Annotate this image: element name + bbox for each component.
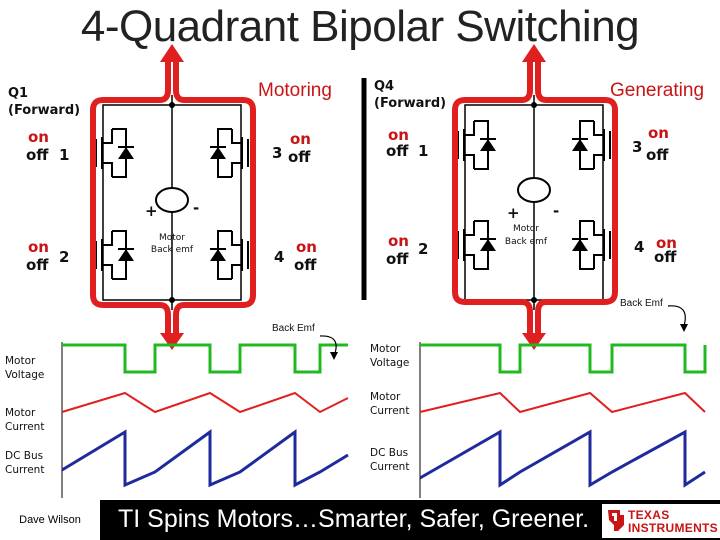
left-quadrant-label: Q1	[8, 86, 29, 101]
ti-logo-text-2: INSTRUMENTS	[628, 521, 718, 535]
left-sw2-on: on	[28, 238, 49, 256]
right-sw2-off: off	[386, 250, 409, 268]
right-sw4-on: on	[656, 234, 677, 252]
ti-logo-icon	[608, 510, 624, 531]
right-motor-label: Motor	[512, 224, 539, 234]
left-dc-bus-current-label: DC Bus Current	[5, 450, 45, 476]
left-direction-label: (Forward)	[8, 103, 81, 118]
left-back-emf-label: Back Emf	[272, 323, 315, 334]
left-h-bridge	[90, 44, 256, 350]
footer-bar	[0, 500, 720, 540]
left-sw4-number: 4	[274, 248, 285, 266]
right-dc-bus-current-label: DC Bus Current	[370, 447, 410, 473]
left-mode-label: Motoring	[258, 80, 332, 101]
author-name: Dave Wilson	[0, 500, 100, 540]
right-sw1-on: on	[388, 126, 409, 144]
right-motor-backemf: Back emf	[504, 237, 548, 247]
right-sw2-on: on	[388, 232, 409, 250]
right-sw4-off: off	[654, 248, 677, 266]
left-motor-current-label: Motor Current	[5, 407, 45, 433]
right-sw3-on: on	[648, 124, 669, 142]
right-motor-voltage-label: Motor Voltage	[370, 343, 410, 369]
left-sw3-number: 3	[272, 144, 283, 162]
right-waveforms	[419, 305, 707, 498]
right-sw1-off: off	[386, 142, 409, 160]
footer-tagline: TI Spins Motors…Smarter, Safer, Greener.	[118, 505, 590, 533]
right-motor-plus: +	[507, 204, 520, 222]
right-sw4-number: 4	[634, 238, 645, 256]
page-title: 4-Quadrant Bipolar Switching	[80, 2, 640, 51]
left-sw3-on: on	[290, 130, 311, 148]
left-sw1-off: off	[26, 146, 49, 164]
right-motor-minus: -	[553, 202, 560, 220]
left-sw1-on: on	[28, 128, 49, 146]
left-motor-voltage-label: Motor Voltage	[5, 355, 45, 381]
schematic-canvas	[61, 44, 707, 498]
right-sw2-number: 2	[418, 240, 429, 258]
left-sw1-number: 1	[59, 146, 70, 164]
right-sw3-off: off	[646, 146, 669, 164]
right-sw3-number: 3	[632, 138, 643, 156]
left-sw4-off: off	[294, 256, 317, 274]
left-sw4-on: on	[296, 238, 317, 256]
right-back-emf-label: Back Emf	[620, 298, 663, 309]
left-motor-plus: +	[145, 202, 158, 220]
left-motor-backemf: Back emf	[150, 245, 194, 255]
ti-logo-text-1: TEXAS	[628, 508, 670, 522]
right-direction-label: (Forward)	[374, 96, 447, 111]
left-motor-minus: -	[193, 199, 200, 217]
left-sw2-number: 2	[59, 248, 70, 266]
right-h-bridge	[452, 44, 618, 350]
right-sw1-number: 1	[418, 142, 429, 160]
right-quadrant-label: Q4	[374, 79, 395, 94]
right-mode-label: Generating	[610, 80, 705, 101]
right-motor-current-label: Motor Current	[370, 391, 410, 417]
left-sw2-off: off	[26, 256, 49, 274]
left-sw3-off: off	[288, 148, 311, 166]
left-motor-label: Motor	[158, 233, 185, 243]
left-waveforms	[61, 335, 349, 498]
